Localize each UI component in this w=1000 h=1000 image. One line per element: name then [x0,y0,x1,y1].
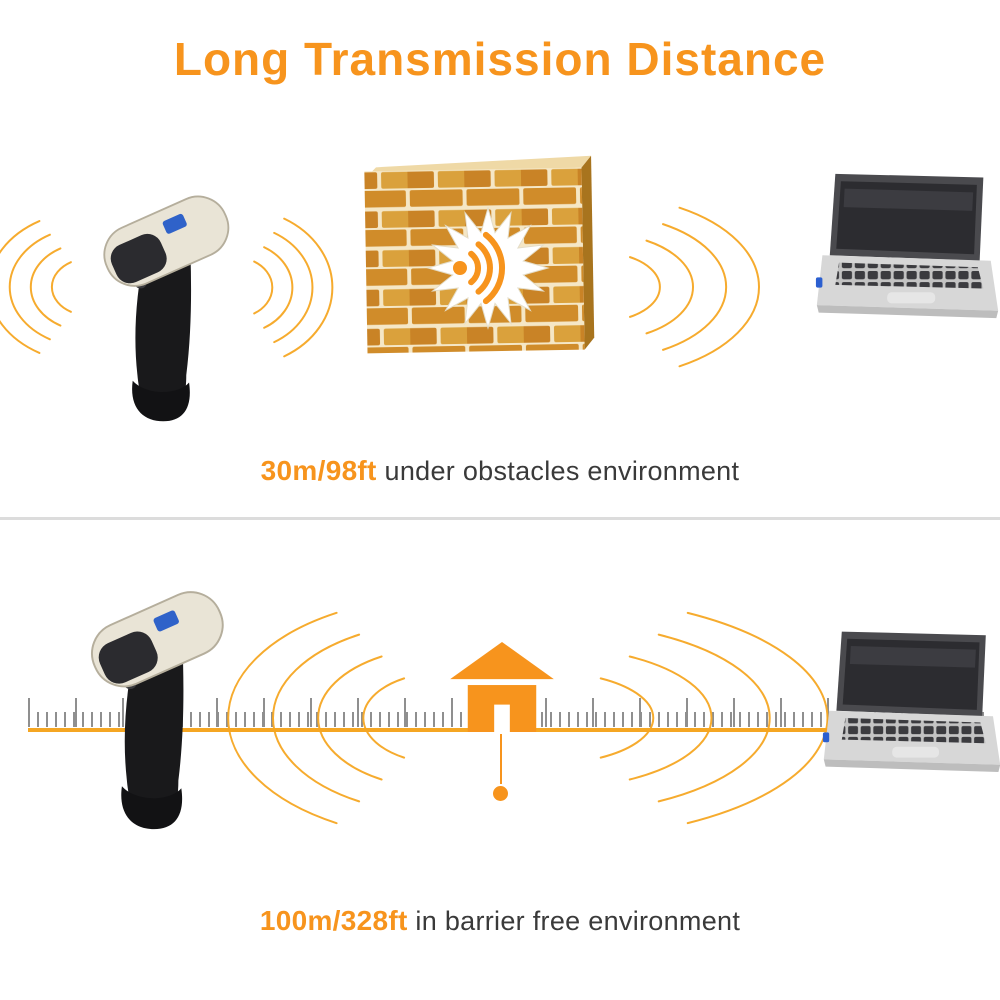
signal-waves-left-of-scanner [0,208,90,366]
page-title: Long Transmission Distance [173,33,827,85]
location-dot [493,786,508,801]
signal-waves-right-of-wall [600,192,765,382]
distance-description: in barrier free environment [415,906,741,936]
wifi-dot-icon [453,261,467,275]
house-drop-line [500,734,502,784]
distance-value: 30m/98ft [260,455,377,486]
section-divider [0,517,1000,520]
signal-burst-icon [426,206,550,330]
laptop-image [822,631,1000,772]
distance-description: under obstacles environment [384,456,740,486]
scanner-head [103,195,230,287]
barcode-scanner-image [91,591,224,830]
distance-value: 100m/328ft [259,905,408,936]
usb-receiver [822,732,830,743]
caption-obstacle: 30m/98ft under obstacles environment [0,455,1000,487]
laptop-image [815,173,999,319]
barcode-scanner-image [103,195,230,422]
signal-waves-right [548,592,838,844]
usb-receiver [815,277,823,288]
scanner-head [91,591,224,688]
house-icon [450,642,554,732]
signal-waves-left [220,592,445,844]
signal-waves-right-of-scanner [236,205,336,370]
caption-barrier-free: 100m/328ft in barrier free environment [0,905,1000,937]
